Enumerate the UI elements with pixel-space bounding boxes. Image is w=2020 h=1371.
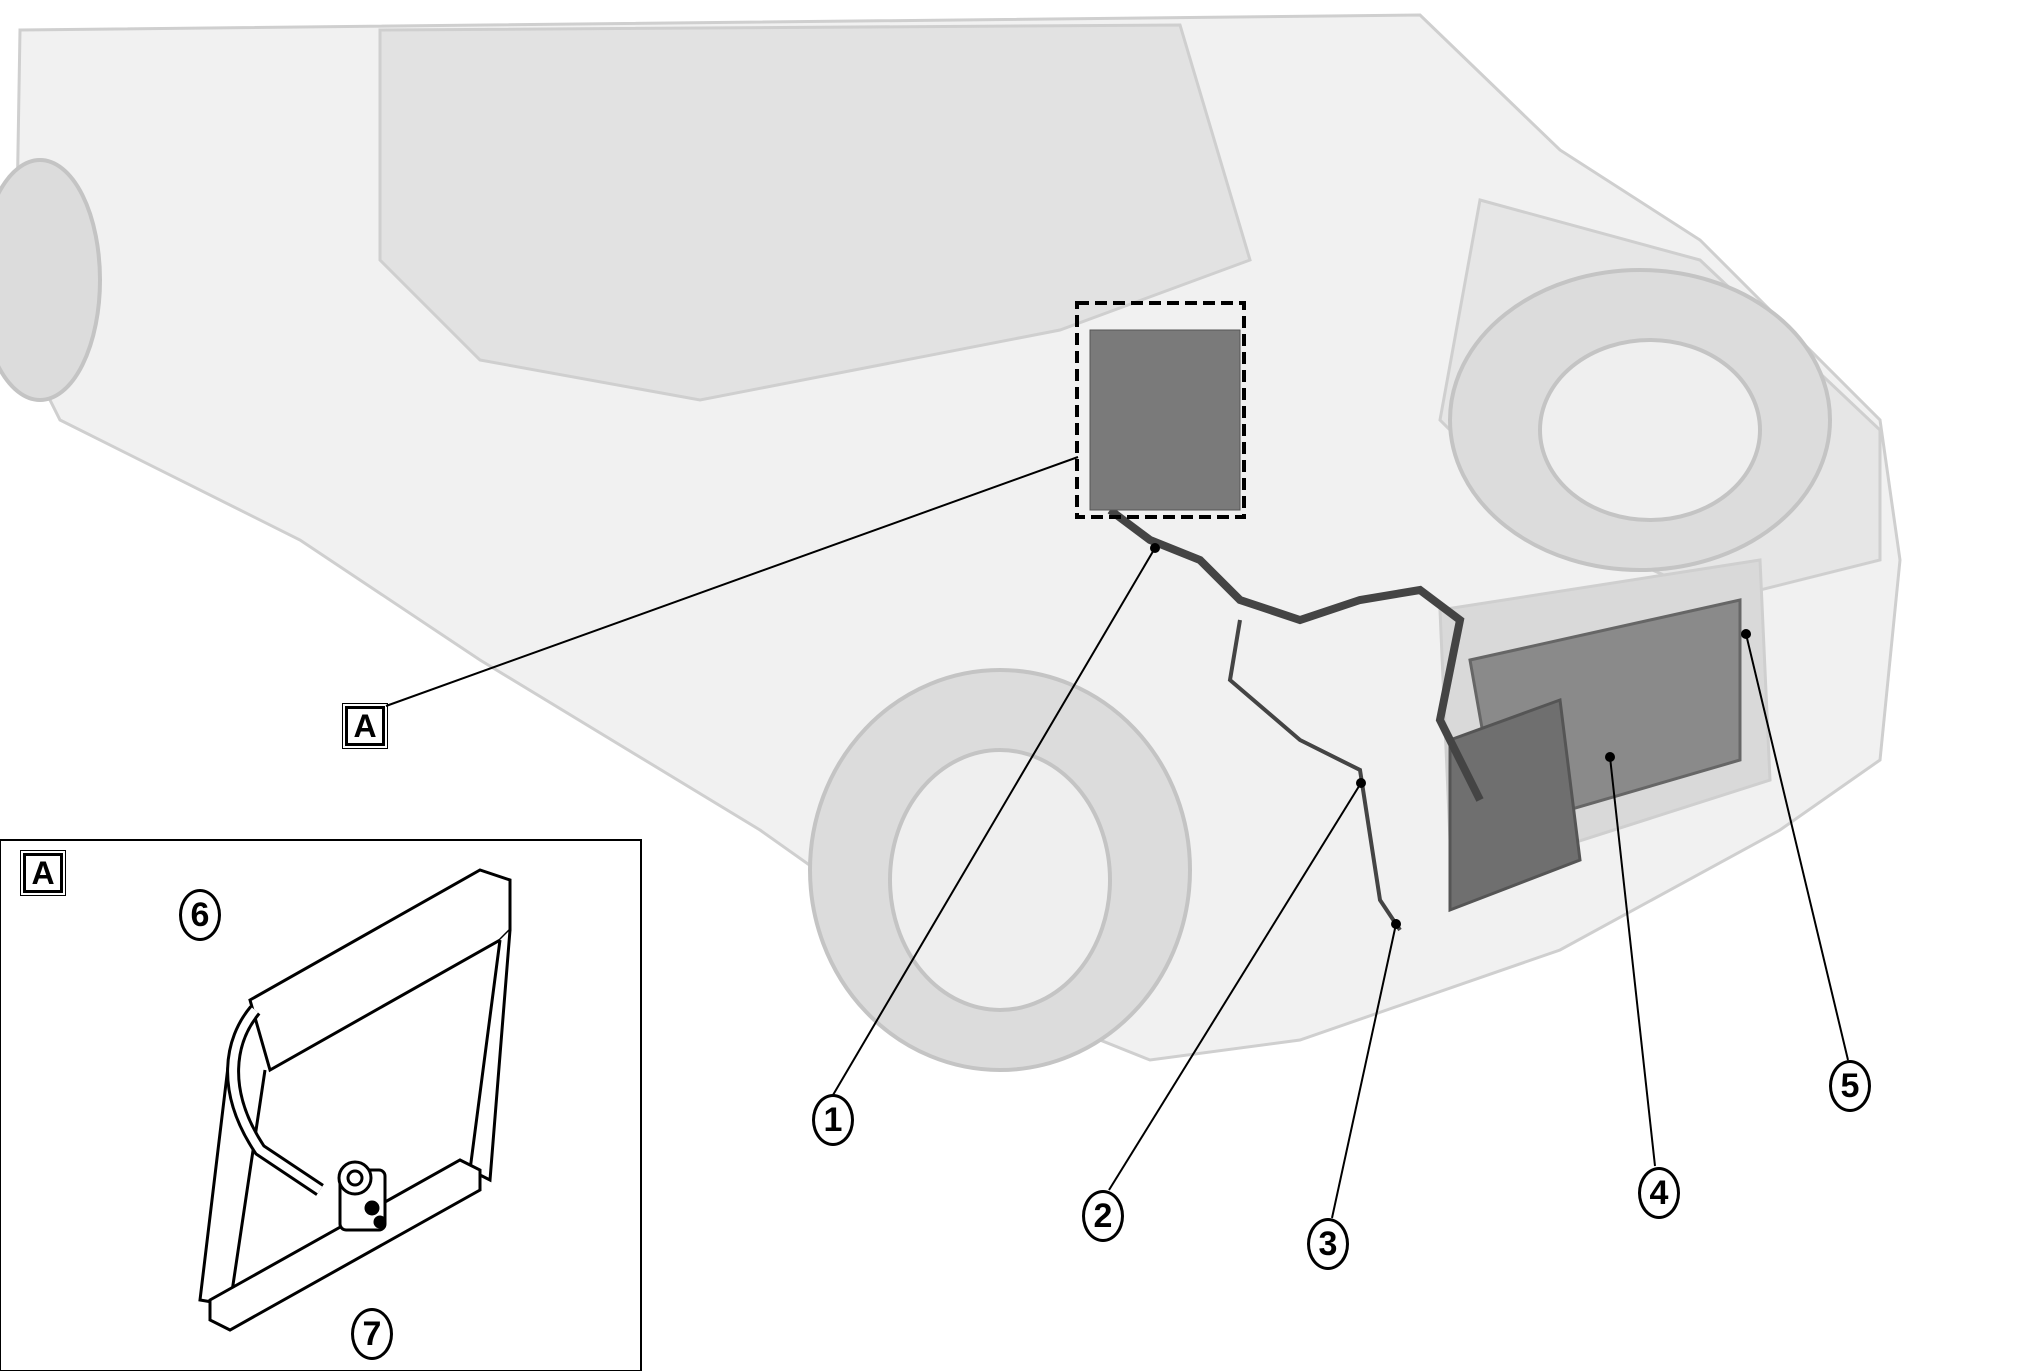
evaporator-drawing bbox=[198, 868, 512, 1332]
inset-frame bbox=[0, 839, 642, 1371]
callout-7: 7 bbox=[351, 1308, 393, 1360]
tires bbox=[0, 158, 1832, 1072]
view-a-label: A bbox=[342, 703, 388, 749]
callout-1: 1 bbox=[812, 1094, 854, 1146]
callout-6: 6 bbox=[179, 889, 221, 941]
callout-5: 5 bbox=[1829, 1060, 1871, 1112]
evaporator-area bbox=[1089, 329, 1241, 511]
callout-2: 2 bbox=[1082, 1190, 1124, 1242]
view-a-marker bbox=[1075, 301, 1246, 519]
rear-tire bbox=[0, 158, 102, 402]
callout-4: 4 bbox=[1638, 1167, 1680, 1219]
callout-3: 3 bbox=[1307, 1218, 1349, 1270]
ac-lines bbox=[1107, 506, 1484, 932]
inset-a-label: A bbox=[20, 850, 66, 896]
